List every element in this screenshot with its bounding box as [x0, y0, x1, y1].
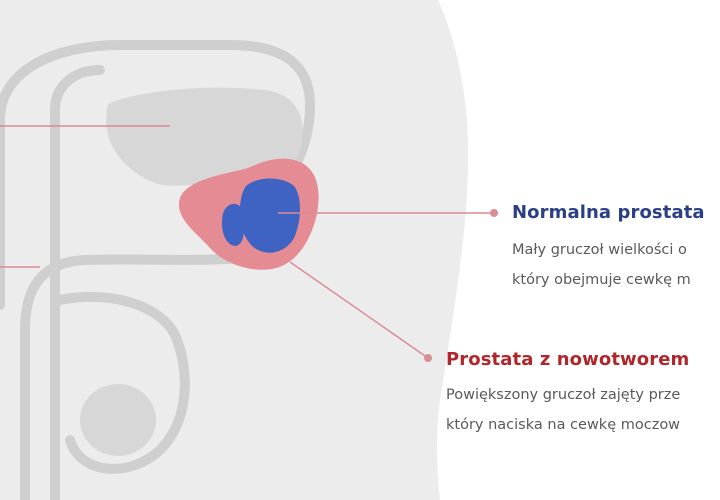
normal-leader-dot	[490, 209, 498, 217]
cancer-prostate-label: Prostata z nowotworem Powiększony gruczo…	[446, 349, 689, 440]
testicle	[80, 384, 156, 456]
cancer-desc-line-1: Powiększony gruczoł zajęty prze	[446, 387, 681, 403]
normal-desc-line-2: który obejmuje cewkę m	[512, 272, 691, 288]
cancer-leader-line	[289, 261, 429, 359]
left-duct	[50, 65, 105, 500]
cancer-desc-line-2: który naciska na cewkę moczow	[446, 417, 681, 433]
normal-prostate-lobe	[222, 203, 245, 246]
scrotum-outline	[55, 292, 190, 474]
normal-prostate-label: Normalna prostata Mały gruczoł wielkości…	[512, 202, 705, 295]
normal-prostate-description: Mały gruczoł wielkości o który obejmuje …	[512, 235, 705, 295]
cancer-leader-dot	[424, 354, 432, 362]
normal-prostate	[239, 178, 300, 253]
normal-prostate-title: Normalna prostata	[512, 202, 705, 223]
urinary-tract-outline	[0, 40, 316, 310]
cancer-prostate-title: Prostata z nowotworem	[446, 349, 690, 370]
bladder	[106, 87, 303, 189]
urethra	[20, 253, 245, 500]
cancer-prostate-description: Powiększony gruczoł zajęty prze który na…	[446, 380, 689, 440]
normal-desc-line-1: Mały gruczoł wielkości o	[512, 242, 687, 258]
